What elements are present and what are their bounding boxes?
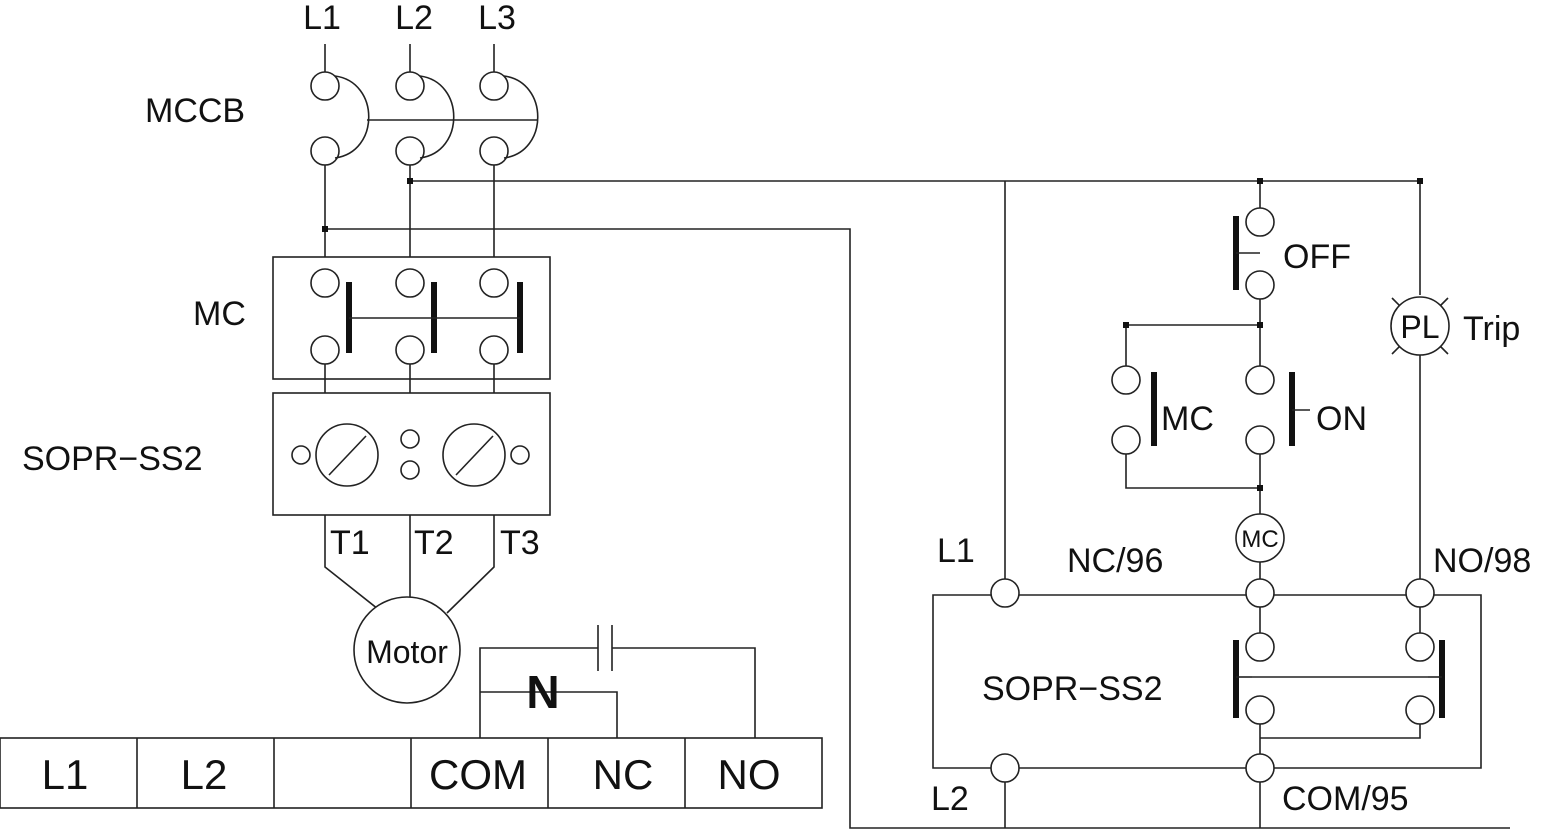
lamp-caption: Trip <box>1463 310 1520 348</box>
pilot-lamp: PL Trip <box>1390 296 1520 356</box>
mc-terminal-3a <box>479 268 509 298</box>
relay-label: SOPR−SS2 <box>22 440 202 478</box>
terminal-cell-4: COM <box>429 751 527 798</box>
power-wires-middle <box>324 364 495 393</box>
terminal-strip: L1 L2 COM NC NO <box>0 737 823 809</box>
control-relay-sopr-ss2: SOPR−SS2 <box>932 578 1482 783</box>
mccb-breaker <box>310 71 539 166</box>
mccb-line-terminal-2 <box>395 71 425 101</box>
off-label: OFF <box>1283 238 1351 276</box>
mccb-line-terminal-1 <box>310 71 340 101</box>
mc-coil: MC <box>1235 513 1285 563</box>
neutral-label: N <box>526 666 559 718</box>
mccb-load-terminal-3 <box>479 136 509 166</box>
off-pushbutton: OFF <box>1233 207 1351 300</box>
motor-leads <box>324 515 495 614</box>
supply-l1-label: L1 <box>937 532 975 570</box>
neutral-network: N <box>479 625 756 738</box>
terminal-cell-5: NC <box>593 751 654 798</box>
on-pushbutton: ON <box>1245 365 1367 455</box>
supply-l2-label: L2 <box>931 780 969 818</box>
terminal-cell-6: NO <box>718 751 781 798</box>
hold-contact-label: MC <box>1161 400 1214 438</box>
phase-label-l3: L3 <box>478 0 516 37</box>
mccb-load-terminal-1 <box>310 136 340 166</box>
mc-terminal-1b <box>310 335 340 365</box>
phase-label-l2: L2 <box>395 0 433 37</box>
terminal-nc96 <box>1245 578 1275 608</box>
mc-terminal-1a <box>310 268 340 298</box>
terminal-l2 <box>990 753 1020 783</box>
mc-terminal-3b <box>479 335 509 365</box>
motor-label: Motor <box>366 634 448 670</box>
control-circuit: OFF MC ON MC <box>931 178 1531 828</box>
power-wires-upper <box>322 165 1510 829</box>
output-label-t2: T2 <box>414 524 454 562</box>
output-label-t1: T1 <box>330 524 370 562</box>
phase-label-l1: L1 <box>303 0 341 37</box>
mc-hold-contact: MC <box>1111 365 1214 455</box>
power-circuit: L1 L2 L3 MCCB <box>22 0 1510 829</box>
motor: Motor <box>353 596 461 704</box>
relay-sopr-ss2 <box>272 392 551 516</box>
control-relay-label: SOPR−SS2 <box>982 670 1162 708</box>
terminal-no98 <box>1405 578 1435 608</box>
terminal-com95 <box>1245 753 1275 783</box>
on-label: ON <box>1316 400 1367 438</box>
com95-label: COM/95 <box>1282 780 1409 818</box>
mc-terminal-2a <box>395 268 425 298</box>
nc96-label: NC/96 <box>1067 542 1163 580</box>
lamp-label: PL <box>1400 309 1439 345</box>
mc-contactor <box>272 256 551 380</box>
terminal-cell-1: L1 <box>42 751 89 798</box>
mccb-load-terminal-2 <box>395 136 425 166</box>
output-label-t3: T3 <box>500 524 540 562</box>
mc-terminal-2b <box>395 335 425 365</box>
terminal-l1 <box>990 578 1020 608</box>
mc-label: MC <box>193 295 246 333</box>
mccb-line-terminal-3 <box>479 71 509 101</box>
coil-label: MC <box>1241 526 1278 553</box>
no98-label: NO/98 <box>1433 542 1531 580</box>
mccb-label: MCCB <box>145 92 245 130</box>
incoming-leads <box>324 44 495 72</box>
terminal-cell-2: L2 <box>181 751 228 798</box>
